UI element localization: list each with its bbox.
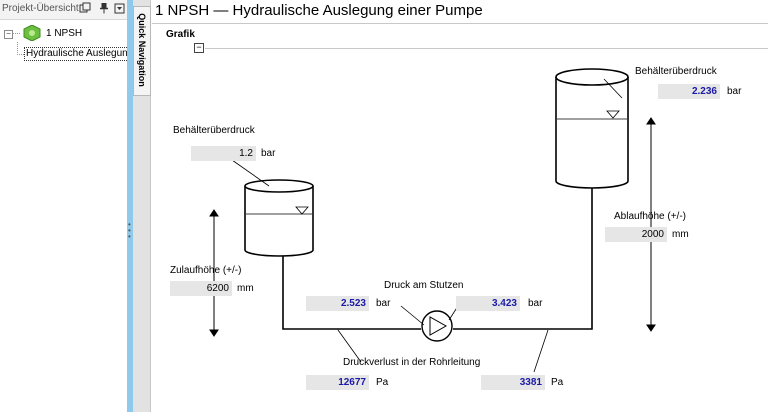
outlet-height-label: Ablaufhöhe (+/-)	[614, 211, 686, 222]
quick-navigation-tab[interactable]: Quick Navigation	[133, 6, 151, 96]
quick-navigation-strip	[133, 0, 151, 412]
section-title-grafik: Grafik	[166, 29, 195, 40]
inlet-height-label: Zulaufhöhe (+/-)	[170, 265, 242, 276]
discharge-nozzle-pressure-unit: bar	[528, 298, 543, 309]
right-tank-pressure-value: 2.236	[658, 84, 720, 99]
panel-splitter[interactable]	[127, 0, 133, 412]
splitter-grip-icon[interactable]: •••	[128, 220, 131, 241]
section-collapse-button[interactable]: −	[194, 43, 204, 53]
discharge-pipe-loss-value: 3381	[481, 375, 545, 390]
section-divider	[205, 48, 768, 49]
tree-connector	[12, 33, 20, 34]
outlet-height-arrow	[646, 117, 656, 332]
suction-pipe-loss-unit: Pa	[376, 377, 389, 388]
page-title: 1 NPSH — Hydraulische Auslegung einer Pu…	[155, 2, 483, 19]
pin-icon[interactable]	[97, 2, 111, 16]
pump-icon	[421, 310, 453, 342]
suction-pipe-loss-value: 12677	[306, 375, 369, 390]
discharge-pipe-loss-unit: Pa	[551, 377, 564, 388]
nozzle-pressure-label: Druck am Stutzen	[384, 280, 464, 291]
left-tank-pressure-input[interactable]: 1.2	[191, 146, 256, 161]
title-divider	[152, 23, 768, 24]
tree-connector	[17, 54, 24, 55]
suction-nozzle-pressure-unit: bar	[376, 298, 391, 309]
tree-item-npsh[interactable]: 1 NPSH	[46, 28, 83, 39]
right-tank	[555, 68, 629, 189]
pipe-loss-label: Druckverlust in der Rohrleitung	[343, 357, 481, 368]
outlet-height-input[interactable]: 2000	[605, 227, 667, 242]
inlet-height-unit: mm	[237, 283, 254, 294]
left-tank-level-icon	[295, 206, 309, 215]
suction-nozzle-pressure-value: 2.523	[306, 296, 369, 311]
left-tank	[244, 179, 314, 257]
pipeline	[282, 188, 593, 330]
outlet-height-unit: mm	[672, 229, 689, 240]
right-tank-pressure-unit: bar	[727, 86, 742, 97]
discharge-nozzle-pressure-value: 3.423	[456, 296, 520, 311]
project-panel: Projekt-Übersicht − 1 NPSH Hydraulische …	[0, 0, 131, 412]
window-restore-icon[interactable]	[78, 2, 92, 16]
tree-connector	[17, 42, 18, 55]
project-panel-title: Projekt-Übersicht	[2, 3, 79, 14]
inlet-height-input[interactable]: 6200	[170, 281, 232, 296]
right-tank-level-icon	[606, 110, 620, 119]
tree-collapse-toggle[interactable]: −	[4, 30, 13, 39]
npsh-pump-icon	[22, 24, 41, 42]
leader-lines	[231, 78, 623, 373]
panel-menu-icon[interactable]	[113, 2, 127, 16]
left-tank-pressure-unit: bar	[261, 148, 276, 159]
inlet-height-arrow	[209, 209, 219, 337]
left-tank-pressure-label: Behälterüberdruck	[173, 125, 255, 136]
project-panel-header: Projekt-Übersicht	[0, 0, 128, 20]
right-tank-pressure-label: Behälterüberdruck	[635, 66, 717, 77]
